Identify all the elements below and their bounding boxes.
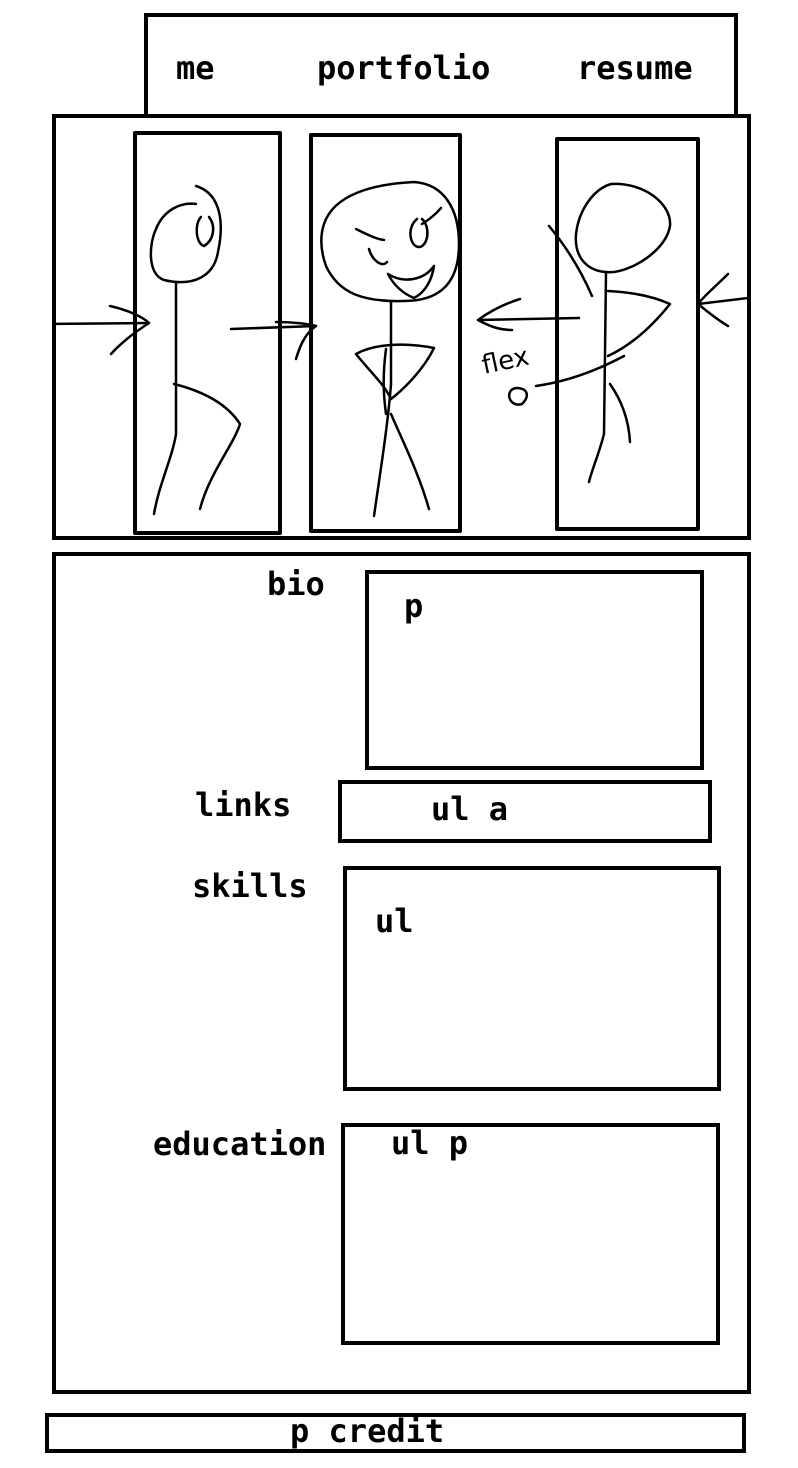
- footer-credit: p credit: [290, 1412, 445, 1450]
- stick-figure-left-icon: [56, 184, 318, 516]
- skills-list: ul: [375, 902, 414, 940]
- bio-box: [365, 570, 704, 770]
- nav-bar: [144, 13, 738, 117]
- stick-figure-grinning-icon: [320, 180, 461, 518]
- main-content: [52, 552, 751, 1394]
- skills-heading: skills: [192, 867, 308, 905]
- links-heading: links: [195, 786, 292, 824]
- links-list[interactable]: ul a: [431, 790, 509, 828]
- hero-panel-right: [555, 137, 700, 531]
- education-box: [341, 1123, 720, 1345]
- footer: [45, 1413, 746, 1453]
- nav-item-portfolio[interactable]: portfolio: [317, 49, 491, 87]
- stick-figure-flexing-icon: [476, 182, 747, 484]
- bio-paragraph: p: [404, 587, 424, 625]
- hero-banner: flex: [52, 114, 751, 540]
- nav-item-me[interactable]: me: [176, 49, 215, 87]
- skills-box: [343, 866, 721, 1091]
- nav-item-resume[interactable]: resume: [577, 49, 693, 87]
- links-box: [338, 780, 712, 843]
- education-heading: education: [153, 1125, 327, 1163]
- flex-annotation: flex: [479, 342, 532, 381]
- hero-sketch: flex: [56, 131, 747, 535]
- education-list: ul p: [391, 1124, 469, 1162]
- hero-panel-center: [309, 133, 462, 533]
- bio-heading: bio: [267, 565, 325, 603]
